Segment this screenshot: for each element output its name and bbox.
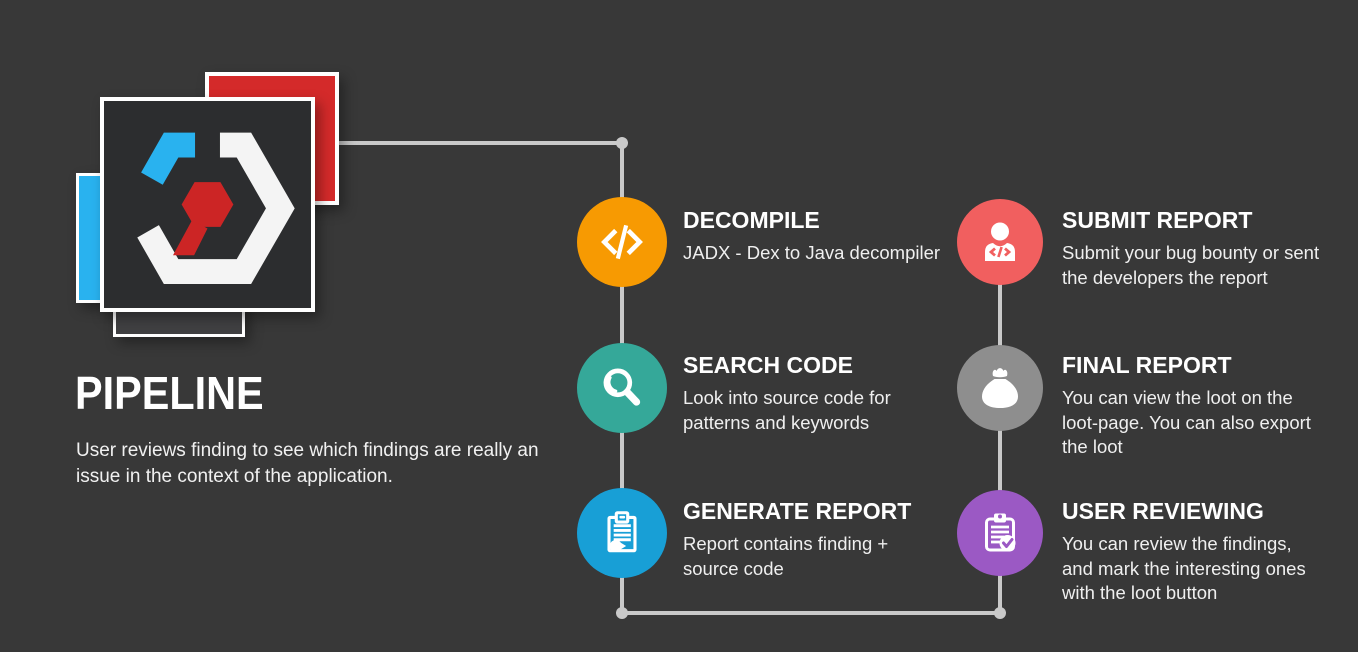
connector-dot-bottom-right	[994, 607, 1006, 619]
step-title: SUBMIT REPORT	[1062, 207, 1253, 233]
step-circle-user-reviewing	[957, 490, 1043, 576]
code-icon	[601, 224, 643, 260]
connector-dot-top	[616, 137, 628, 149]
step-description: Submit your bug bounty or sent the devel…	[1062, 242, 1320, 288]
hexagon-code-logo-icon	[137, 132, 295, 285]
step-title: USER REVIEWING	[1062, 498, 1264, 524]
step-title: GENERATE REPORT	[683, 498, 912, 524]
step-circle-search-code	[577, 343, 667, 433]
connector-top-horizontal	[338, 141, 623, 145]
step-final-report: FINAL REPORT You can view the loot on th…	[1062, 351, 1311, 460]
connector-bottom-horizontal	[620, 611, 1002, 615]
step-title: DECOMPILE	[683, 207, 820, 233]
money-bag-icon	[982, 368, 1018, 408]
connector-dot-bottom-left	[616, 607, 628, 619]
step-description: Report contains finding + source code	[683, 533, 889, 579]
search-icon	[603, 368, 641, 406]
page-subtitle: User reviews finding to see which findin…	[76, 440, 539, 487]
step-title: FINAL REPORT	[1062, 352, 1232, 378]
step-search-code: SEARCH CODE Look into source code for pa…	[683, 351, 891, 435]
person-code-icon	[985, 222, 1015, 261]
clipboard-check-icon	[985, 513, 1016, 552]
step-circle-submit-report	[957, 199, 1043, 285]
step-submit-report: SUBMIT REPORT Submit your bug bounty or …	[1062, 206, 1319, 290]
step-generate-report: GENERATE REPORT Report contains finding …	[683, 497, 911, 581]
step-decompile: DECOMPILE JADX - Dex to Java decompiler	[683, 206, 940, 266]
step-circle-decompile	[577, 197, 667, 287]
page-title: PIPELINE	[75, 367, 264, 419]
step-description: JADX - Dex to Java decompiler	[683, 242, 941, 263]
step-circle-final-report	[957, 345, 1043, 431]
step-description: Look into source code for patterns and k…	[683, 387, 891, 433]
step-title: SEARCH CODE	[683, 352, 853, 378]
step-description: You can view the loot on the loot-page. …	[1062, 387, 1311, 457]
step-description: You can review the findings, and mark th…	[1062, 533, 1306, 603]
report-icon	[607, 511, 637, 553]
logo-main-square	[100, 97, 315, 312]
step-user-reviewing: USER REVIEWING You can review the findin…	[1062, 497, 1306, 606]
step-circle-generate-report	[577, 488, 667, 578]
